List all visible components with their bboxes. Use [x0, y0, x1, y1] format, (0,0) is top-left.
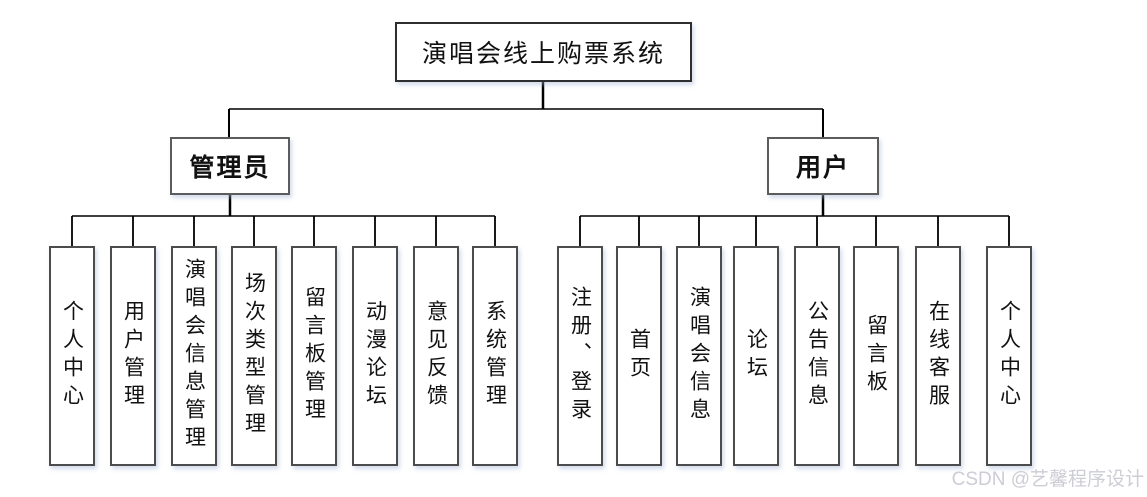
leaf-label: 用户管理 [121, 300, 146, 412]
leaf-label: 论坛 [744, 328, 769, 384]
leaf-label: 系统管理 [483, 300, 508, 412]
leaf-label: 个人中心 [997, 300, 1022, 412]
leaf-label: 动漫论坛 [363, 300, 388, 412]
leaf-label: 留言板管理 [302, 286, 327, 426]
leaf-admin-message-board-management: 留言板管理 [291, 246, 337, 466]
leaf-label: 个人中心 [60, 300, 85, 412]
leaf-user-register-login: 注册、登录 [557, 246, 603, 466]
leaf-label: 公告信息 [805, 300, 830, 412]
csdn-watermark: CSDN @艺馨程序设计 [951, 469, 1144, 490]
leaf-label: 注册、登录 [568, 286, 593, 426]
leaf-user-online-service: 在线客服 [915, 246, 961, 466]
leaf-label: 在线客服 [926, 300, 951, 412]
branch-admin-label: 管理员 [189, 154, 271, 182]
leaf-admin-session-type-management: 场次类型管理 [231, 246, 277, 466]
leaf-admin-personal-center: 个人中心 [49, 246, 95, 466]
leaf-user-forum: 论坛 [733, 246, 779, 466]
leaf-admin-anime-forum: 动漫论坛 [352, 246, 398, 466]
leaf-admin-user-management: 用户管理 [110, 246, 156, 466]
leaf-user-announcement-info: 公告信息 [794, 246, 840, 466]
leaf-admin-system-management: 系统管理 [472, 246, 518, 466]
branch-user-label: 用户 [795, 154, 850, 182]
leaf-label: 演唱会信息 [687, 286, 712, 426]
leaf-user-message-board: 留言板 [853, 246, 899, 466]
leaf-label: 留言板 [864, 314, 889, 398]
branch-node-user: 用户 [767, 137, 879, 195]
leaf-admin-feedback: 意见反馈 [413, 246, 459, 466]
leaf-user-home: 首页 [616, 246, 662, 466]
root-node-label: 演唱会线上购票系统 [421, 41, 665, 68]
leaf-label: 首页 [627, 328, 652, 384]
leaf-user-personal-center: 个人中心 [986, 246, 1032, 466]
root-node-system-title: 演唱会线上购票系统 [395, 22, 692, 82]
leaf-user-concert-info: 演唱会信息 [676, 246, 722, 466]
leaf-label: 演唱会信息管理 [182, 258, 207, 454]
leaf-label: 场次类型管理 [242, 272, 267, 440]
leaf-admin-concert-info-management: 演唱会信息管理 [171, 246, 217, 466]
leaf-label: 意见反馈 [424, 300, 449, 412]
branch-node-admin: 管理员 [170, 137, 290, 195]
